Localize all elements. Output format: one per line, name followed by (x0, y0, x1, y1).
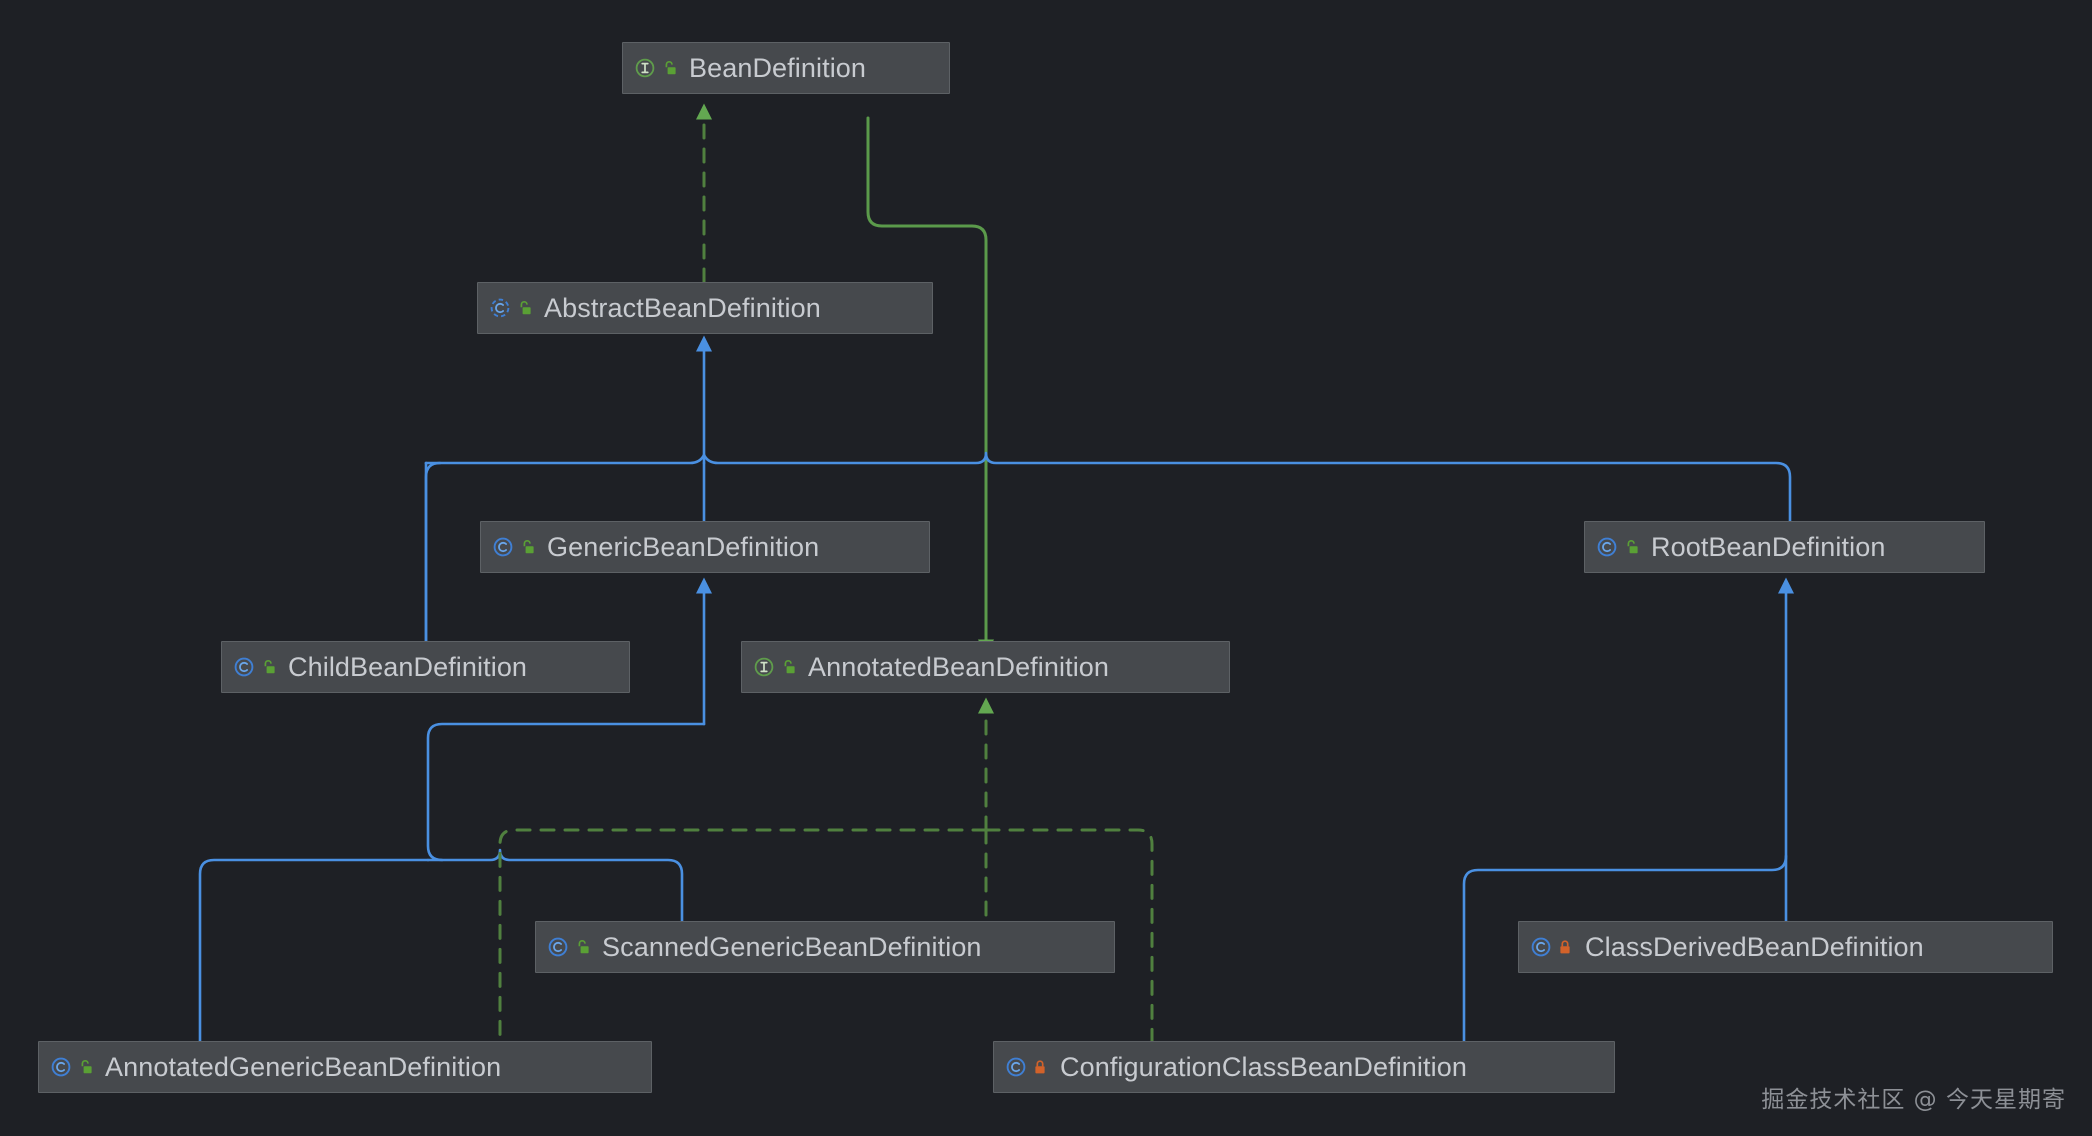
node-label: AnnotatedBeanDefinition (808, 651, 1110, 682)
node-childbeandefinition[interactable]: ChildBeanDefinition (221, 641, 630, 693)
lock-open-icon (520, 301, 531, 315)
edge-generic-children-bus-lower-left (198, 858, 430, 1043)
lock-open-icon (1627, 540, 1638, 554)
class-icon (548, 937, 568, 957)
node-glyphs (50, 1056, 93, 1078)
lock-closed-icon (1560, 940, 1570, 954)
abstract-class-icon (490, 298, 510, 318)
node-configurationclassbeandefinition[interactable]: ConfigurationClassBeanDefinition (993, 1041, 1615, 1093)
class-icon (1531, 937, 1551, 957)
watermark-text: 掘金技术社区 @ 今天星期寄 (1761, 1087, 2066, 1113)
lock-open-icon (81, 1060, 92, 1074)
node-label: AnnotatedGenericBeanDefinition (105, 1051, 502, 1082)
node-glyphs (489, 297, 532, 319)
edge-bus-main-right (702, 451, 1792, 523)
node-classderivedbeandefinition[interactable]: ClassDerivedBeanDefinition (1518, 921, 2053, 973)
node-abstractbeandefinition[interactable]: AbstractBeanDefinition (477, 282, 933, 334)
node-label: RootBeanDefinition (1651, 531, 1886, 562)
class-icon (234, 657, 254, 677)
node-scannedgenericbeandefinition[interactable]: ScannedGenericBeanDefinition (535, 921, 1115, 973)
node-glyphs (233, 656, 276, 678)
interface-icon (754, 657, 774, 677)
node-label: BeanDefinition (689, 52, 867, 83)
edge-childbeandefinition-extends-abstractbeandefinition (424, 461, 442, 643)
node-glyphs (1530, 936, 1573, 958)
node-glyphs (634, 57, 677, 79)
node-rootbeandefinition[interactable]: RootBeanDefinition (1584, 521, 1985, 573)
node-glyphs (547, 936, 590, 958)
node-glyphs (753, 656, 796, 678)
node-label: ChildBeanDefinition (288, 651, 528, 682)
node-glyphs (492, 536, 535, 558)
lock-open-icon (665, 61, 676, 75)
node-label: GenericBeanDefinition (547, 531, 820, 562)
edge-bus-main-left (424, 453, 706, 465)
node-annotatedgenericbeandefinition[interactable]: AnnotatedGenericBeanDefinition (38, 1041, 652, 1093)
class-icon (493, 537, 513, 557)
lock-open-icon (523, 540, 534, 554)
class-icon (1597, 537, 1617, 557)
class-icon (1006, 1057, 1026, 1077)
node-label: ConfigurationClassBeanDefinition (1060, 1051, 1467, 1082)
node-label: AbstractBeanDefinition (544, 292, 821, 323)
edge-generic-children-bus-upper (426, 722, 706, 862)
node-label: ScannedGenericBeanDefinition (602, 931, 982, 962)
lock-open-icon (264, 660, 275, 674)
edge-generic-children-bus-lower-right (426, 848, 684, 923)
node-genericbeandefinition[interactable]: GenericBeanDefinition (480, 521, 930, 573)
interface-icon (635, 58, 655, 78)
node-glyphs (1596, 536, 1639, 558)
node-annotatedbeandefinition[interactable]: AnnotatedBeanDefinition (741, 641, 1230, 693)
class-icon (51, 1057, 71, 1077)
node-label: ClassDerivedBeanDefinition (1585, 931, 1924, 962)
node-beandefinition[interactable]: BeanDefinition (622, 42, 950, 94)
lock-closed-icon (1035, 1060, 1045, 1074)
lock-open-icon (784, 660, 795, 674)
node-glyphs (1005, 1056, 1048, 1078)
lock-open-icon (578, 940, 589, 954)
